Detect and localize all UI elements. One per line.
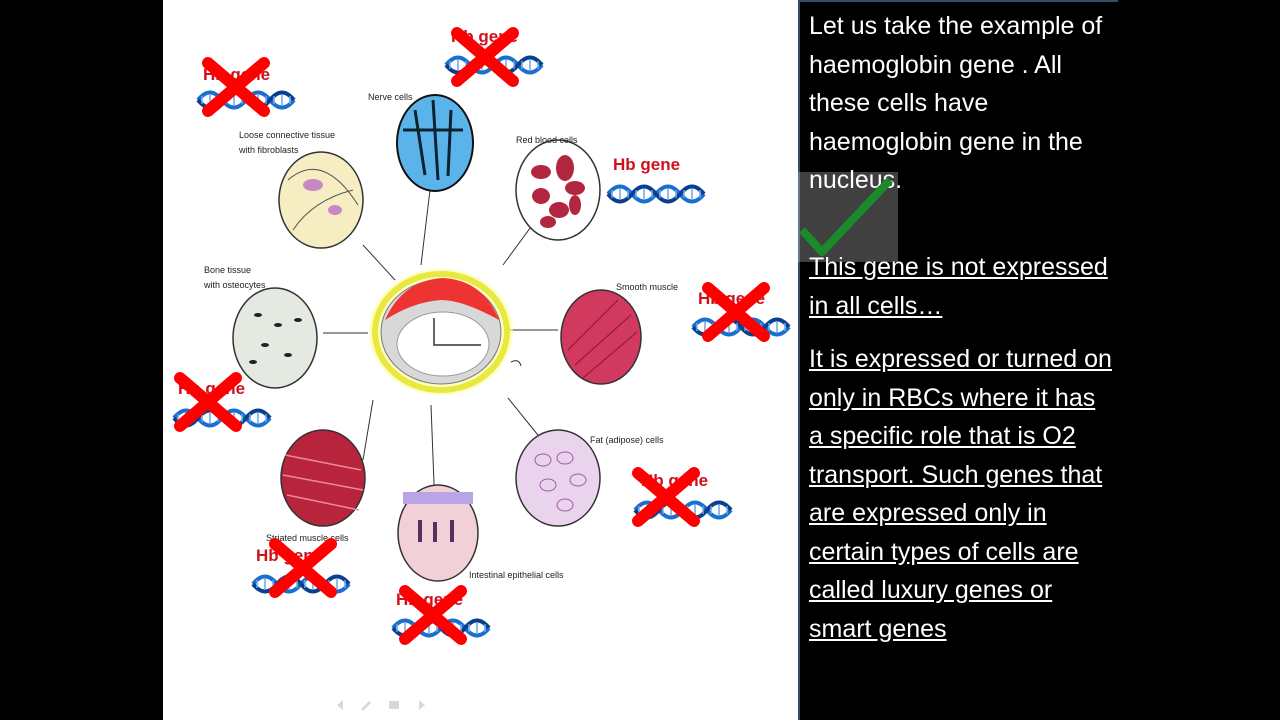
label-nerve-cells: Nerve cells xyxy=(368,92,413,102)
checkmark-icon xyxy=(798,172,898,262)
label-bone-tissue: Bone tissue xyxy=(204,265,251,275)
text-panel: Let us take the example of haemoglobin g… xyxy=(798,0,1118,720)
prev-slide-icon xyxy=(337,700,343,710)
nerve-cell-circle: Nerve cells xyxy=(368,92,474,192)
hb-gene-label: Hb gene xyxy=(613,155,680,174)
pen-icon xyxy=(361,701,371,711)
label-striated-muscle: Striated muscle cells xyxy=(266,533,349,543)
label-with-fibroblasts: with fibroblasts xyxy=(238,145,299,155)
bone-tissue-circle: Bone tissue with osteocytes xyxy=(203,265,318,389)
center-cell-cluster xyxy=(369,269,522,395)
paragraph-intro: Let us take the example of haemoglobin g… xyxy=(809,12,1103,194)
label-with-osteocytes: with osteocytes xyxy=(203,280,266,290)
smooth-muscle-circle: Smooth muscle xyxy=(560,282,678,385)
striated-muscle-circle: Striated muscle cells xyxy=(266,429,366,543)
hb-gene-marker-6: Hb gene xyxy=(251,544,351,592)
label-intestinal-epithelial: Intestinal epithelial cells xyxy=(469,570,564,580)
hb-gene-marker-1: Hb gene xyxy=(196,63,296,111)
paragraph-luxury-genes: It is expressed or turned on only in RBC… xyxy=(809,345,1112,643)
loose-connective-circle: Loose connective tissue with fibroblasts xyxy=(238,130,364,249)
label-loose-connective: Loose connective tissue xyxy=(239,130,335,140)
intestinal-epithelial-circle: Intestinal epithelial cells xyxy=(397,484,564,582)
red-blood-cell-circle: Red blood cells xyxy=(515,135,601,241)
menu-icon xyxy=(389,701,399,709)
dna-helix-icon xyxy=(606,184,706,204)
label-red-blood-cells: Red blood cells xyxy=(516,135,578,145)
fat-cell-circle: Fat (adipose) cells xyxy=(515,429,664,527)
next-slide-icon xyxy=(419,700,425,710)
hb-gene-marker-5: Hb gene xyxy=(635,471,733,521)
paragraph-not-expressed: This gene is not expressed in all cells… xyxy=(809,253,1108,320)
hb-gene-marker-2: Hb gene xyxy=(444,27,544,81)
slide-canvas: Nerve cells Red blood cells Loose connec… xyxy=(163,0,798,720)
hb-gene-marker-3: Hb gene xyxy=(691,288,791,336)
hb-gene-marker-4: Hb gene xyxy=(172,378,272,426)
label-smooth-muscle: Smooth muscle xyxy=(616,282,678,292)
hb-gene-marker-7: Hb gene xyxy=(391,590,491,639)
cell-diagram: Nerve cells Red blood cells Loose connec… xyxy=(172,27,791,720)
label-fat-cells: Fat (adipose) cells xyxy=(590,435,664,445)
hb-gene-marker-expressed: Hb gene xyxy=(606,155,706,204)
slide-nav-controls[interactable] xyxy=(333,697,433,713)
